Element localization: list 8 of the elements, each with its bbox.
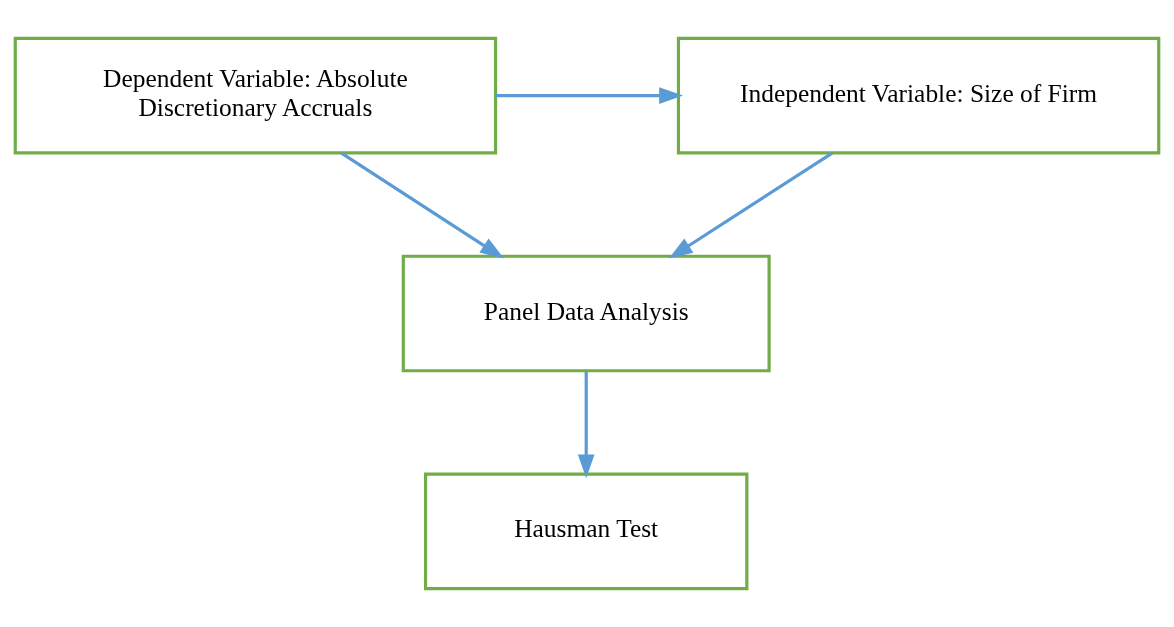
arrow [668, 151, 833, 259]
node-box: Panel Data Analysis [401, 254, 771, 373]
node-box: Independent Variable: Size of Firm [676, 36, 1161, 155]
arrow [577, 370, 595, 479]
arrow [495, 87, 684, 104]
node-box: Dependent Variable: Absolute Discretionary Accruals [13, 36, 498, 155]
node-box: Hausman Test [424, 472, 749, 591]
arrow [340, 151, 505, 259]
